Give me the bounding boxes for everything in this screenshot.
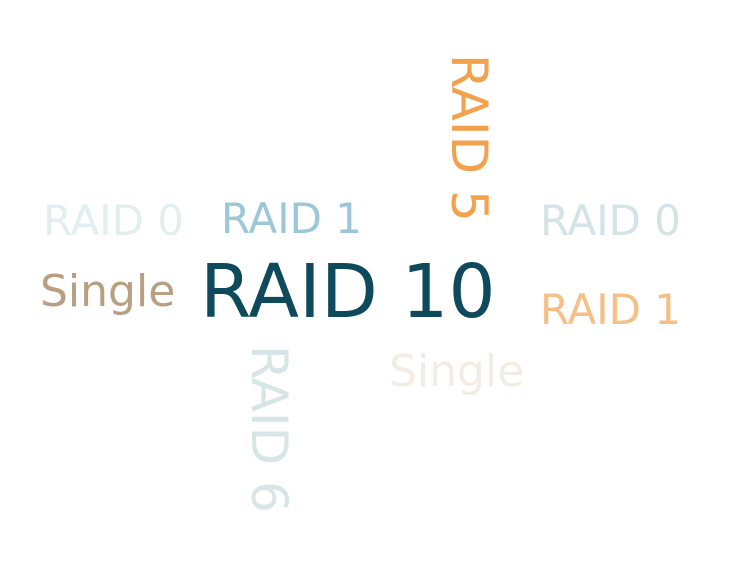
word-raid-1: RAID 1 — [221, 194, 363, 243]
word-raid-0-right: RAID 0 — [540, 196, 682, 245]
word-raid-1-right: RAID 1 — [540, 285, 682, 334]
word-raid-10: RAID 10 — [200, 249, 496, 335]
word-raid-5: RAID 5 — [440, 54, 498, 222]
word-raid-6: RAID 6 — [240, 345, 298, 513]
word-single-lower: Single — [389, 346, 525, 397]
word-single: Single — [40, 266, 176, 317]
word-raid-0: RAID 0 — [43, 196, 185, 245]
